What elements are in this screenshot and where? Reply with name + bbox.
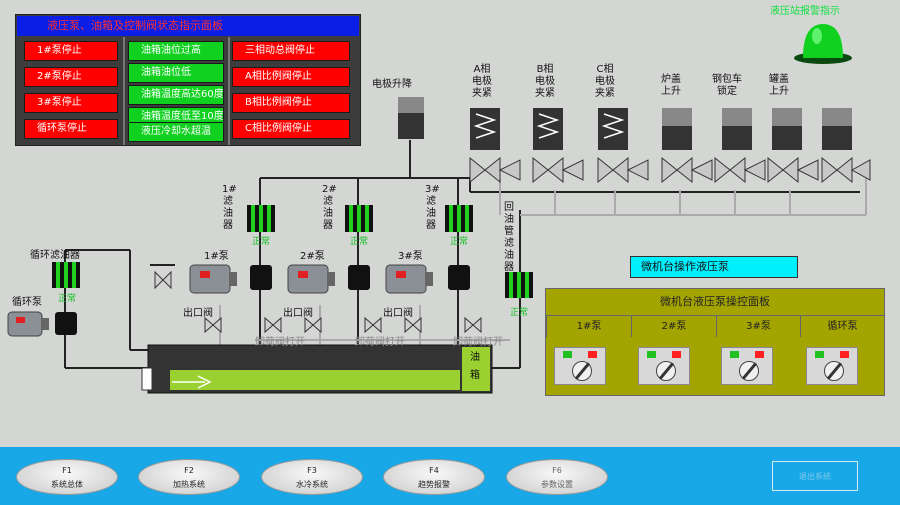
- pump2-switch[interactable]: [638, 347, 690, 385]
- alarm-lamp-icon: [794, 24, 852, 64]
- electrode-lift-label: 电极升降: [372, 79, 412, 90]
- outlet-valve-label-2: 出口阀: [283, 308, 313, 319]
- pump2-status: 2#泵停止: [24, 67, 118, 87]
- filter3-label: 3#滤油器: [425, 184, 440, 231]
- unload-valve-label-2: 卸荷阀打开: [355, 337, 405, 348]
- circ-pump-status: 循环泵停止: [24, 119, 118, 139]
- hydraulic-diagram: [7, 97, 871, 394]
- tank-label: 油箱: [470, 352, 480, 381]
- actuator-label-furnace-cover: 炉盖上升: [661, 74, 681, 97]
- actuator-label-tank-cover: 罐盖上升: [769, 74, 789, 97]
- selector-knob-icon[interactable]: [824, 361, 844, 381]
- column-divider: [228, 37, 230, 145]
- filter3-status: 正常: [450, 237, 469, 247]
- unload-valve-label-1: 卸荷阀打开: [255, 337, 305, 348]
- actuator-label-c: C相电极夹紧: [595, 64, 615, 99]
- circ-pump-label: 循环泵: [12, 297, 42, 308]
- selector-knob-icon[interactable]: [572, 361, 592, 381]
- phase-b-valve-status: B相比例阀停止: [232, 93, 350, 113]
- pump3-status: 3#泵停止: [24, 93, 118, 113]
- selector-knob-icon[interactable]: [739, 361, 759, 381]
- stop-lamp-icon: [672, 351, 681, 358]
- status-panel: 液压泵、油箱及控制阀状态指示面板 1#泵停止 2#泵停止 3#泵停止 循环泵停止…: [15, 14, 361, 146]
- tank-level-low-status: 油箱油位低: [128, 63, 224, 83]
- circ-pump-switch[interactable]: [806, 347, 858, 385]
- pump-control-panel: 微机台液压泵操控面板 1#泵 2#泵 3#泵 循环泵: [545, 288, 885, 396]
- start-lamp-icon: [647, 351, 656, 358]
- pump-column-3: 3#泵: [716, 315, 800, 337]
- cooling-water-status: 液压冷却水超温: [128, 122, 224, 142]
- outlet-valve-label-3: 出口阀: [383, 308, 413, 319]
- start-lamp-icon: [730, 351, 739, 358]
- unload-valve-label-3: 卸荷阀打开: [453, 337, 503, 348]
- stop-lamp-icon: [588, 351, 597, 358]
- pump2-label: 2#泵: [300, 251, 325, 262]
- pump1-status: 1#泵停止: [24, 41, 118, 61]
- pump-column-2: 2#泵: [631, 315, 716, 337]
- start-lamp-icon: [563, 351, 572, 358]
- circ-filter-status: 正常: [58, 294, 77, 304]
- stop-lamp-icon: [840, 351, 849, 358]
- pump-panel-title: 微机台液压泵操控面板: [660, 295, 770, 308]
- tank-temp-high-status: 油箱温度高达60度: [128, 85, 224, 105]
- filter2-status: 正常: [350, 237, 369, 247]
- actuator-label-ladle-car: 钢包车锁定: [712, 74, 742, 97]
- alarm-label: 液压站报警指示: [770, 6, 840, 17]
- outlet-valve-label-1: 出口阀: [183, 308, 213, 319]
- return-filter-label: 回油管滤油器: [504, 202, 514, 273]
- pump-operation-header: 微机台操作液压泵: [630, 256, 798, 278]
- tank-level-high-status: 油箱油位过高: [128, 41, 224, 61]
- stop-lamp-icon: [755, 351, 764, 358]
- return-filter-status: 正常: [510, 308, 529, 318]
- selector-knob-icon[interactable]: [656, 361, 676, 381]
- filter1-status: 正常: [252, 237, 271, 247]
- pump-column-1: 1#泵: [546, 315, 631, 337]
- circ-filter-label: 循环滤油器: [30, 250, 80, 261]
- pump1-switch[interactable]: [554, 347, 606, 385]
- pump-column-circ: 循环泵: [800, 315, 884, 337]
- filter2-label: 2#滤油器: [322, 184, 337, 231]
- phase-c-valve-status: C相比例阀停止: [232, 119, 350, 139]
- pump3-switch[interactable]: [721, 347, 773, 385]
- pump3-label: 3#泵: [398, 251, 423, 262]
- phase-a-valve-status: A相比例阀停止: [232, 67, 350, 87]
- actuator-label-b: B相电极夹紧: [535, 64, 555, 99]
- filter1-label: 1#滤油器: [222, 184, 237, 231]
- main-valve-status: 三相动总阀停止: [232, 41, 350, 61]
- status-panel-title: 液压泵、油箱及控制阀状态指示面板: [17, 16, 359, 36]
- pump1-label: 1#泵: [204, 251, 229, 262]
- exit-system-button[interactable]: 退出系统: [772, 461, 858, 491]
- actuator-label-a: A相电极夹紧: [472, 64, 492, 99]
- column-divider: [123, 37, 125, 145]
- start-lamp-icon: [815, 351, 824, 358]
